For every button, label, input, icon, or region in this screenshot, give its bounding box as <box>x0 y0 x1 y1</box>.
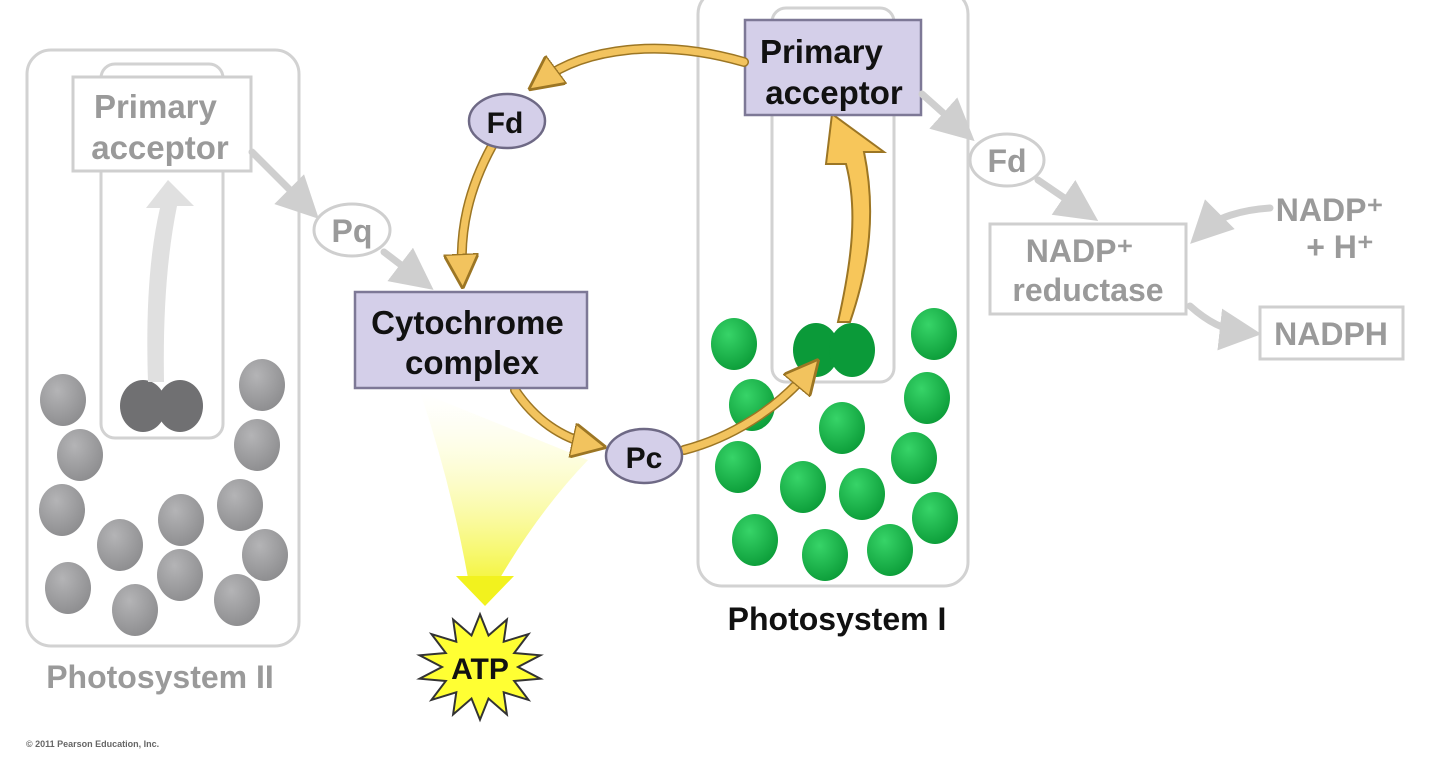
photosystem-ii-primary-acceptor-box <box>71 75 253 173</box>
fd-to-reductase-arrow <box>1034 176 1099 222</box>
nadph-label: NADPH <box>1274 316 1388 352</box>
ps2-pigment-molecule <box>158 494 204 546</box>
ps1-pigment-molecule <box>904 372 950 424</box>
photosystem-ii-pigments <box>39 359 288 636</box>
ps1-pigment-molecule <box>819 402 865 454</box>
photosystem-ii-p680-pair <box>120 380 203 432</box>
fd-cycle-carrier <box>467 92 547 150</box>
photosystem-i-reaction-center <box>770 6 896 384</box>
fd-cycle-carrier-label: Fd <box>487 107 524 140</box>
photosystem-ii-frame <box>25 48 301 648</box>
ps2-pigment-molecule <box>234 419 280 471</box>
ps1-pigment-molecule <box>732 514 778 566</box>
pq-carrier <box>312 202 392 258</box>
ps1-pigment-molecule <box>911 308 957 360</box>
photosystem-i-excitation-arrow <box>824 112 888 323</box>
ps2-pigment-molecule <box>112 584 158 636</box>
photosystem-i-frame <box>696 0 970 588</box>
ps2-pigment-molecule <box>45 562 91 614</box>
copyright-notice: © 2011 Pearson Education, Inc. <box>26 739 159 749</box>
fd-right-carrier-label: Fd <box>987 143 1026 179</box>
cyclic-flow-arrows <box>462 43 808 454</box>
atp-starburst <box>416 611 544 723</box>
ps2-pigment-molecule <box>242 529 288 581</box>
ps2-pigment-molecule <box>39 484 85 536</box>
cytochrome-complex-label: Cytochrome complex <box>371 304 573 381</box>
pc-to-p700-arrow <box>680 372 808 454</box>
ps1-pigment-molecule <box>802 529 848 581</box>
atp-label: ATP <box>451 653 509 686</box>
ps2-pigment-molecule <box>214 574 260 626</box>
ps2-to-pq-arrow <box>248 148 319 219</box>
cytochrome-to-pc-arrow <box>511 386 590 444</box>
ps1-pigment-molecule <box>867 524 913 576</box>
ps2-pigment-molecule <box>40 374 86 426</box>
photosystem-ii-primary-acceptor-label: Primary acceptor <box>91 88 229 166</box>
nadp-reductase-box <box>988 222 1188 316</box>
photosystem-ii: Primary acceptor Photosystem II <box>25 48 301 695</box>
fd-right-carrier <box>968 132 1046 188</box>
photosystem-ii-excitation-arrow <box>146 180 194 382</box>
ps2-pigment-molecule <box>217 479 263 531</box>
ps1-pigment-molecule <box>912 492 958 544</box>
fd-to-cytochrome-arrow <box>462 142 496 272</box>
ps1-pigment-molecule <box>891 432 937 484</box>
nadp-reductase-label: NADP⁺ reductase <box>1012 233 1163 308</box>
atp-energy-beam <box>420 392 588 578</box>
ps2-pigment-molecule <box>239 359 285 411</box>
reductase-to-nadph-arrow <box>1186 302 1262 351</box>
photosystem-ii-reaction-center <box>99 62 225 440</box>
ps2-pigment-molecule <box>97 519 143 571</box>
photosystem-ii-label: Photosystem II <box>46 659 274 695</box>
pq-to-cytochrome-arrow <box>380 247 434 290</box>
ps1-pigment-molecule <box>839 468 885 520</box>
nadp-input-label: NADP⁺ + H⁺ <box>1276 192 1392 265</box>
photosystem-i-primary-acceptor-box <box>743 18 923 117</box>
nadp-input-arrow <box>1190 199 1274 244</box>
acceptor-to-fd-right-arrow <box>918 90 975 142</box>
photosystem-i-primary-acceptor-label: Primary acceptor <box>760 33 903 111</box>
atp-beam-arrowhead <box>456 576 514 606</box>
acceptor-to-fd-arrow <box>542 45 748 80</box>
ps1-pigment-molecule <box>711 318 757 370</box>
pc-carrier <box>604 427 684 485</box>
pq-carrier-label: Pq <box>332 213 373 249</box>
ps2-pigment-molecule <box>157 549 203 601</box>
pc-carrier-label: Pc <box>626 442 663 475</box>
nadph-box <box>1258 305 1405 361</box>
ps1-pigment-molecule <box>715 441 761 493</box>
ps1-pigment-molecule <box>780 461 826 513</box>
cytochrome-complex-box <box>353 290 589 390</box>
photosystem-i-label: Photosystem I <box>728 601 947 637</box>
ps2-pigment-molecule <box>57 429 103 481</box>
